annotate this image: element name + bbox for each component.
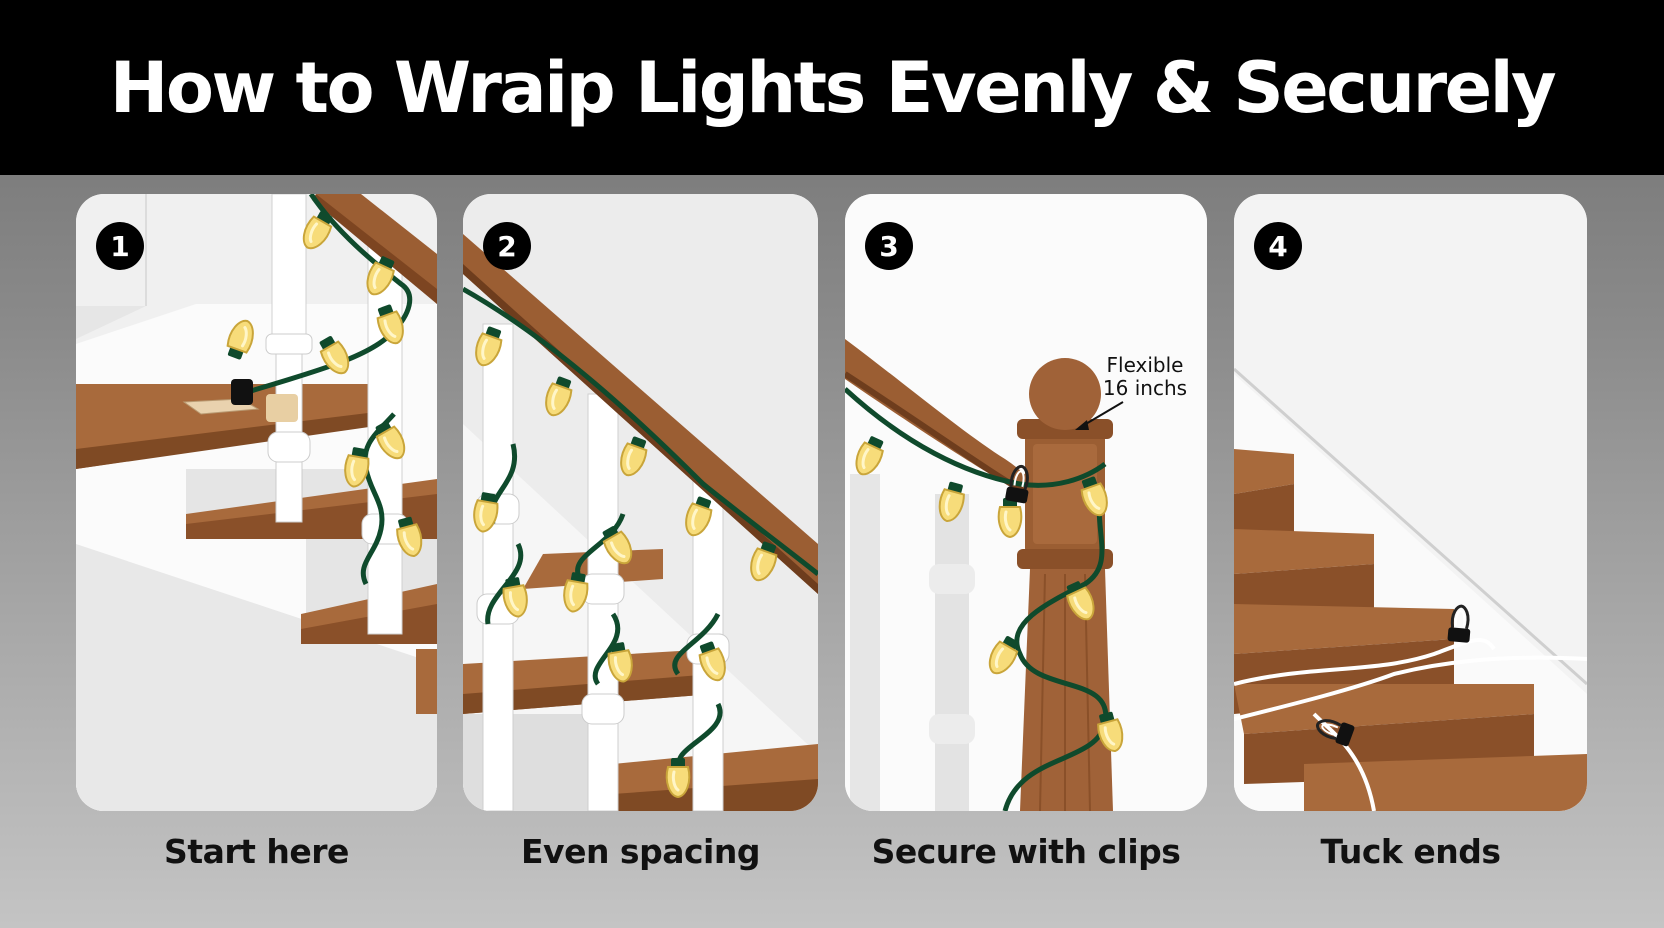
step-2-illustration [463,194,818,811]
step-2-panel: 2 [463,194,818,811]
step-4-panel: 4 [1234,194,1587,811]
step-3-illustration [845,194,1207,811]
step-4-badge: 4 [1254,222,1302,270]
page-title: How to Wraip Lights Evenly & Securely [109,46,1557,129]
step-1-badge: 1 [96,222,144,270]
flexible-length-annotation: Flexible 16 inchs [1095,354,1195,400]
step-1-panel: 1 [76,194,437,811]
step-4-illustration [1234,194,1587,811]
step-4-caption: Tuck ends [1320,832,1501,871]
step-3-panel: 3 Flexible 16 inchs [845,194,1207,811]
step-3-badge: 3 [865,222,913,270]
step-2-badge: 2 [483,222,531,270]
step-2-caption: Even spacing [521,832,760,871]
annotation-line-1: Flexible [1106,353,1184,377]
step-1-illustration [76,194,437,811]
step-3-caption: Secure with clips [871,832,1181,871]
annotation-line-2: 16 inchs [1102,376,1188,400]
step-1-caption: Start here [164,832,349,871]
title-banner: How to Wraip Lights Evenly & Securely [0,0,1664,175]
